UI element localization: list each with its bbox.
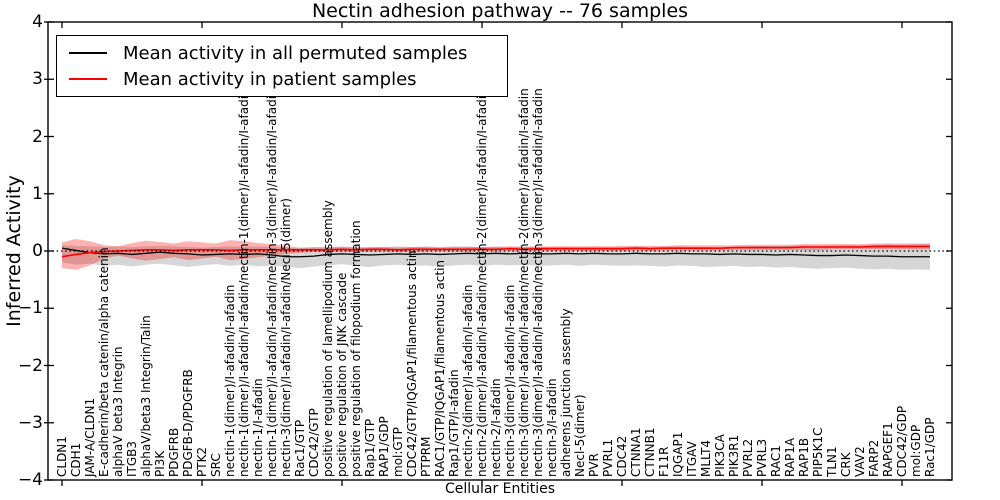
x-tick-label: RAC1 [769, 445, 783, 477]
x-tick-label: PVRL3 [755, 438, 769, 477]
x-tick-label: nectin-3(dimer)/I-afadin/I-afadin/Necl-5… [279, 198, 293, 477]
x-tick-label: RAP1B [797, 437, 811, 477]
x-tick-label: E-cadherin/beta catenin/alpha catenin [97, 247, 111, 477]
x-tick-label: nectin-1/I-afadin [251, 378, 265, 477]
x-tick-label: Rap1/GTP/I-afadin [447, 369, 461, 477]
x-tick-label: Rac1/GTP [293, 419, 307, 477]
x-tick-label: Necl-5(dimer) [573, 394, 587, 477]
x-tick-label: CDC42 [615, 435, 629, 477]
x-tick-label: nectin-2(dimer)/I-afadin/I-afadin [461, 284, 475, 477]
y-tick-label: 1 [32, 183, 43, 204]
x-tick-label: MLLT4 [699, 439, 713, 477]
x-tick-label: PVR [587, 453, 601, 477]
x-tick-label: SRC [209, 453, 223, 477]
x-tick-label: RAPGEF1 [881, 422, 895, 477]
patient-line [61, 245, 930, 258]
x-tick-label: alphaV/beta3 Integrin/Talin [139, 315, 153, 477]
x-tick-label: PTPRM [419, 436, 433, 478]
x-tick-label: nectin-3(dimer)/I-afadin/I-afadin/nectin… [531, 88, 545, 477]
x-axis-label: Cellular Entities [444, 481, 556, 497]
x-tick-label: nectin-1(dimer)/I-afadin/I-afadin/nectin… [265, 88, 279, 477]
x-tick-label: Rap1/GTP [363, 418, 377, 477]
x-tick-label: PTK2 [195, 446, 209, 477]
y-tick-label: 3 [32, 69, 43, 90]
x-tick-label: adherens junction assembly [559, 308, 573, 477]
x-tick-label: RAC1/GTP/IQGAP1/filamentous actin [433, 259, 447, 477]
y-tick-label: 0 [32, 241, 43, 261]
x-tick-label: CRK [839, 452, 853, 477]
chart-title: Nectin adhesion pathway -- 76 samples [311, 0, 689, 22]
y-tick-label: −3 [17, 412, 43, 433]
x-tick-label: CTNNA1 [629, 427, 643, 477]
x-tick-label: positive regulation of JNK cascade [335, 272, 349, 477]
x-tick-label: PIK3R1 [727, 434, 741, 477]
x-tick-label: alphaV beta3 Integrin [111, 346, 125, 477]
x-tick-label: PIK3CA [713, 434, 727, 477]
x-tick-label: mol:GTP [391, 427, 405, 477]
y-tick-label: 2 [32, 126, 43, 147]
x-tick-label: CDC42/GDP [895, 405, 909, 477]
x-tick-label: positive regulation of filopodium format… [349, 220, 363, 477]
legend-label-patient: Mean activity in patient samples [123, 68, 417, 90]
x-tick-label: PVRL2 [741, 438, 755, 477]
x-tick-label: FARP2 [867, 439, 881, 477]
x-tick-label: TLN1 [825, 446, 839, 477]
patient-band [62, 238, 930, 270]
x-tick-label: nectin-1(dimer)/I-afadin/I-afadin/nectin… [237, 88, 251, 477]
x-tick-label: CDC42/GTP/IQGAP1/filamentous actin [405, 250, 419, 477]
x-tick-label: Rac1/GDP [923, 417, 937, 477]
x-tick-label: RAP1A [783, 437, 797, 477]
x-tick-label: F11R [657, 446, 671, 477]
x-tick-label: ITGAV [685, 441, 699, 477]
x-tick-label: PDGFRB [167, 427, 181, 477]
y-tick-label: −1 [17, 298, 43, 319]
y-tick-label: 4 [32, 12, 43, 32]
y-tick-label: −4 [17, 470, 43, 490]
x-tick-label: positive regulation of lamellipodium ass… [321, 200, 335, 477]
x-tick-label: PIP5K1C [811, 427, 825, 477]
x-tick-label: CDC42/GTP [307, 408, 321, 477]
permuted-line [61, 247, 930, 258]
black-line-swatch-icon [69, 52, 107, 54]
x-tick-label: nectin-3(dimer)/I-afadin/I-afadin [503, 284, 517, 477]
x-tick-label: ITGB3 [125, 440, 139, 477]
x-tick-label: mol:GDP [909, 424, 923, 477]
legend-label-permuted: Mean activity in all permuted samples [123, 42, 468, 64]
x-tick-label: CLDN1 [55, 436, 69, 477]
y-tick-label: −2 [17, 355, 43, 376]
x-tick-label: JAM-A/CLDN1 [83, 397, 97, 477]
x-tick-label: VAV2 [853, 446, 867, 477]
x-tick-label: nectin-2/I-afadin [489, 378, 503, 477]
axis-ticks [44, 21, 952, 486]
legend-item-patient: Mean activity in patient samples [69, 66, 497, 92]
x-tick-label: nectin-3(dimer)/I-afadin/I-afadin/nectin… [517, 88, 531, 477]
x-tick-label: PI3K [153, 450, 167, 477]
legend-item-permuted: Mean activity in all permuted samples [69, 40, 497, 66]
red-line-swatch-icon [69, 78, 107, 80]
x-tick-label: PVRL1 [601, 438, 615, 477]
x-tick-label: nectin-3/I-afadin [545, 378, 559, 477]
x-tick-label: RAP1/GDP [377, 416, 391, 477]
legend: Mean activity in all permuted samples Me… [56, 35, 508, 97]
x-tick-label: CDH1 [69, 442, 83, 477]
x-tick-label: nectin-1(dimer)/I-afadin/I-afadin [223, 284, 237, 477]
x-tick-label: nectin-2(dimer)/I-afadin/I-afadin/nectin… [475, 88, 489, 477]
x-tick-label: CTNNB1 [643, 427, 657, 477]
x-tick-label: IQGAP1 [671, 431, 685, 477]
x-tick-label: PDGFB-D/PDGFRB [181, 369, 195, 477]
